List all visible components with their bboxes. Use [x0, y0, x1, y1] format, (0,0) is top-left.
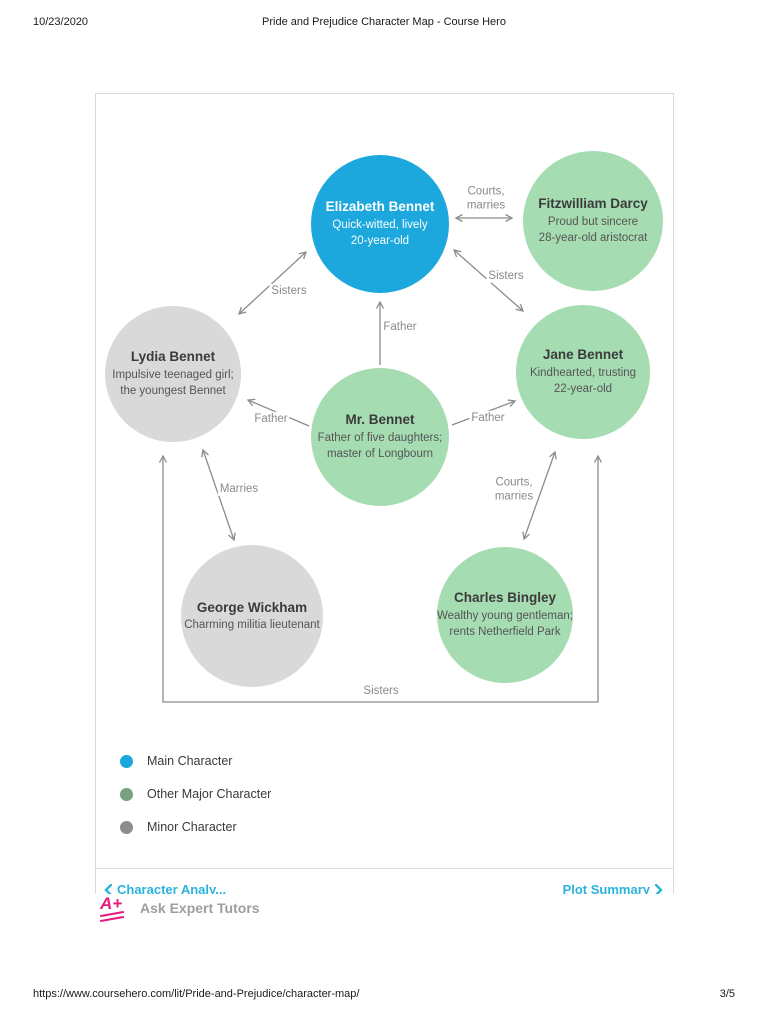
prev-link-label: Character Analy...: [117, 882, 227, 894]
legend-label: Main Character: [147, 754, 233, 768]
character-name: Charles Bingley: [453, 590, 557, 606]
print-url: https://www.coursehero.com/lit/Pride-and…: [33, 988, 360, 1000]
character-desc: 28-year-old aristocrat: [538, 232, 648, 245]
relationship-label-marries: Marries: [217, 481, 261, 497]
character-desc: rents Netherfield Park: [449, 626, 561, 639]
ask-expert-tutors[interactable]: A+ Ask Expert Tutors: [100, 894, 260, 923]
character-desc: the youngest Bennet: [120, 385, 226, 398]
legend-label: Minor Character: [147, 820, 237, 834]
next-link-plot-summary[interactable]: Plot Summary: [563, 882, 663, 894]
relationship-label-father: Father: [252, 411, 290, 427]
character-node-george-wickham: George Wickham Charming militia lieutena…: [181, 545, 323, 687]
character-desc: 22-year-old: [553, 383, 613, 396]
character-node-mr-bennet: Mr. Bennet Father of five daughters; mas…: [311, 368, 449, 506]
character-desc: Father of five daughters;: [317, 432, 443, 445]
print-title: Pride and Prejudice Character Map - Cour…: [262, 16, 506, 28]
character-desc: Quick-witted, lively: [332, 219, 428, 232]
chevron-right-icon: [655, 883, 663, 894]
relationship-label-sisters: Sisters: [486, 268, 526, 284]
relationship-label-courts-marries: Courts, marries: [492, 475, 536, 505]
character-name: Jane Bennet: [542, 347, 624, 363]
print-page-number: 3/5: [719, 988, 735, 1000]
chevron-left-icon: [104, 883, 112, 894]
character-desc: Charming militia lieutenant: [184, 619, 320, 632]
legend: Main Character Other Major Character Min…: [120, 753, 271, 852]
character-name: Elizabeth Bennet: [325, 199, 435, 215]
character-node-elizabeth-bennet: Elizabeth Bennet Quick-witted, lively 20…: [311, 155, 449, 293]
legend-item-other-major-character: Other Major Character: [120, 786, 271, 802]
a-plus-logo-icon: A+: [100, 894, 126, 923]
legend-item-minor-character: Minor Character: [120, 819, 271, 835]
relationship-label-father: Father: [469, 410, 507, 426]
character-desc: Kindhearted, trusting: [529, 367, 637, 380]
character-node-jane-bennet: Jane Bennet Kindhearted, trusting 22-yea…: [516, 305, 650, 439]
character-node-lydia-bennet: Lydia Bennet Impulsive teenaged girl; th…: [105, 306, 241, 442]
character-name: George Wickham: [196, 599, 308, 615]
minor-character-dot-icon: [120, 820, 133, 834]
legend-label: Other Major Character: [147, 787, 272, 801]
character-desc: master of Longbourn: [326, 448, 434, 461]
character-node-fitzwilliam-darcy: Fitzwilliam Darcy Proud but sincere 28-y…: [523, 151, 663, 291]
relationship-label-sisters: Sisters: [269, 283, 309, 299]
next-link-label: Plot Summary: [562, 882, 650, 894]
prev-link-character-analysis[interactable]: Character Analy...: [104, 882, 226, 894]
pagination-bar: Character Analy... Plot Summary: [96, 868, 673, 894]
major-character-dot-icon: [120, 787, 133, 801]
character-name: Mr. Bennet: [345, 412, 415, 428]
print-header: 10/23/2020 Pride and Prejudice Character…: [0, 16, 768, 32]
character-desc: 20-year-old: [350, 235, 410, 248]
character-desc: Wealthy young gentleman;: [437, 610, 573, 623]
relationship-label-sisters: Sisters: [361, 683, 401, 699]
print-date: 10/23/2020: [33, 16, 89, 28]
character-node-charles-bingley: Charles Bingley Wealthy young gentleman;…: [437, 547, 573, 683]
main-character-dot-icon: [120, 754, 133, 768]
ask-expert-tutors-label: Ask Expert Tutors: [140, 900, 260, 916]
character-desc: Proud but sincere: [547, 216, 639, 229]
character-desc: Impulsive teenaged girl;: [112, 369, 234, 382]
relationship-label-courts-marries: Courts, marries: [464, 184, 508, 214]
relationship-label-father: Father: [381, 319, 419, 335]
a-plus-logo-text: A+: [100, 894, 123, 913]
character-name: Lydia Bennet: [130, 349, 216, 365]
character-name: Fitzwilliam Darcy: [538, 196, 648, 212]
legend-item-main-character: Main Character: [120, 753, 271, 769]
